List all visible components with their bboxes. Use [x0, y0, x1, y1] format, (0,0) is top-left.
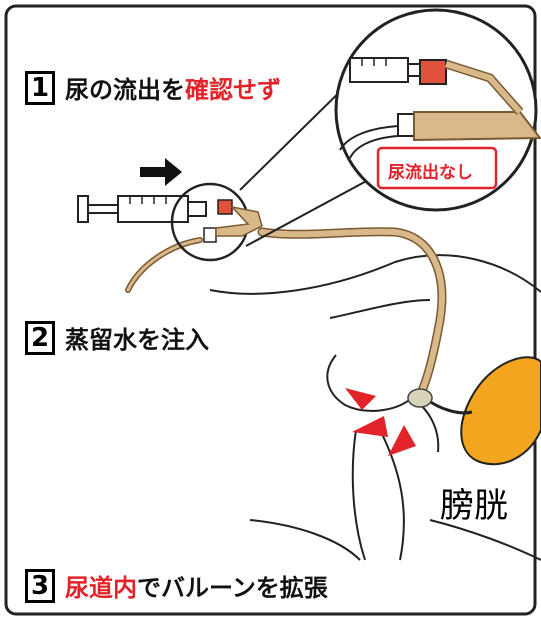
step-text-normal: でバルーンを拡張: [137, 574, 328, 602]
step-text-normal: 尿の流出を: [65, 76, 185, 104]
push-arrow-icon: [140, 158, 182, 186]
callout-line: [245, 177, 373, 247]
warning-arrows: [345, 388, 416, 456]
step-number: 2: [25, 320, 55, 355]
no-urine-label: 尿流出なし: [388, 163, 473, 183]
step-number: 3: [25, 568, 55, 603]
no-urine-box: [376, 146, 498, 190]
step-text-warning: 確認せず: [185, 76, 281, 104]
bladder-shape: [460, 356, 541, 466]
step-text-warning: 尿道内: [65, 574, 137, 602]
bladder-label: 膀胱: [440, 486, 508, 526]
step-text: 尿道内でバルーンを拡張: [65, 568, 328, 603]
step-text: 蒸留水を注入: [65, 320, 209, 355]
syringe-icon: [77, 195, 207, 223]
zoomed-catheter: [339, 57, 541, 159]
step-1: 1 尿の流出を確認せず: [25, 70, 281, 105]
step-2: 2 蒸留水を注入: [25, 320, 209, 355]
warning-triangle: [345, 388, 376, 410]
step-text-normal: 蒸留水を注入: [65, 326, 209, 354]
drain-connector: [203, 227, 217, 243]
warning-triangle: [352, 416, 388, 437]
drainage-line-fill: [126, 238, 202, 292]
inflated-balloon: [407, 388, 433, 408]
step-text: 尿の流出を確認せず: [65, 70, 281, 105]
warning-triangle: [388, 425, 416, 456]
anatomy-outline: [209, 254, 541, 561]
y-junction: [215, 205, 263, 237]
step-3: 3 尿道内でバルーンを拡張: [25, 568, 328, 603]
zoomed-balloon-valve: [419, 59, 447, 85]
catheter-tube-fill: [259, 228, 445, 398]
step-number: 1: [25, 70, 55, 105]
balloon-valve-connector: [217, 199, 233, 215]
